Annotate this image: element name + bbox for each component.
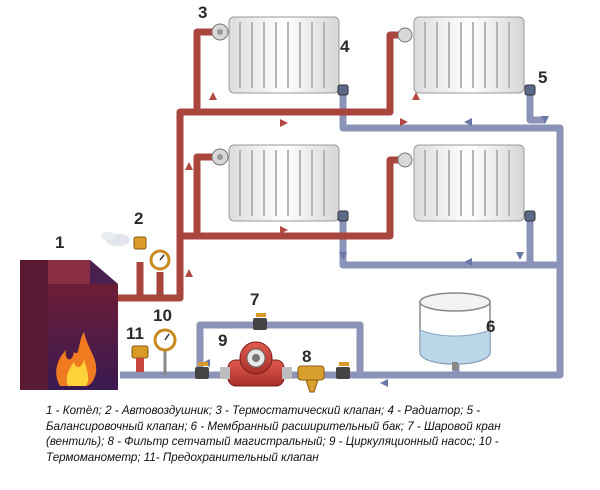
- legend-line: (вентиль); 8 - Фильтр сетчатый магистрал…: [46, 435, 499, 449]
- legend: 1 - Котёл; 2 - Автовоздушник; 3 - Термос…: [46, 403, 586, 465]
- heating-scheme: 1 2 3 4 5 6 7 8 9 10 11: [20, 3, 564, 393]
- radiator-bottom-left: [228, 144, 340, 222]
- filter-icon: [297, 365, 325, 393]
- label-ball-valve: 7: [250, 290, 259, 309]
- label-expansion-tank: 6: [486, 317, 495, 336]
- label-thermomanometer: 10: [153, 306, 172, 325]
- label-balancing-valve: 5: [538, 68, 547, 87]
- label-filter: 8: [302, 347, 311, 366]
- thermostatic-valve-icon: [211, 23, 413, 168]
- ball-valve-icon: [195, 313, 350, 379]
- label-radiator: 4: [340, 37, 350, 56]
- legend-line: 1 - Котёл; 2 - Автовоздушник; 3 - Термос…: [46, 404, 481, 417]
- label-air-vent: 2: [134, 209, 143, 228]
- label-pump: 9: [218, 331, 227, 350]
- legend-line: Балансировочный клапан; 6 - Мембранный р…: [46, 419, 501, 433]
- radiator-bottom-right: [413, 144, 525, 222]
- label-safety-valve: 11: [126, 324, 144, 343]
- radiator-top-left: [228, 16, 340, 94]
- label-boiler: 1: [55, 233, 64, 252]
- boiler-icon: [20, 260, 118, 390]
- labels: 1 2 3 4 5 6 7 8 9 10 11: [55, 3, 547, 366]
- radiator-top-right: [413, 16, 525, 94]
- thermomanometer-icon: [153, 328, 177, 375]
- top-manometer-icon: [149, 249, 171, 271]
- expansion-tank-icon: [419, 292, 491, 370]
- legend-line: Термоманометр; 11- Предохранительный кла…: [46, 450, 319, 464]
- air-vent-icon: [101, 232, 147, 250]
- balancing-valve-icon: [337, 84, 536, 222]
- label-thermo-valve: 3: [198, 3, 207, 22]
- circulation-pump-icon: [220, 341, 292, 387]
- safety-valve-icon: [131, 345, 149, 372]
